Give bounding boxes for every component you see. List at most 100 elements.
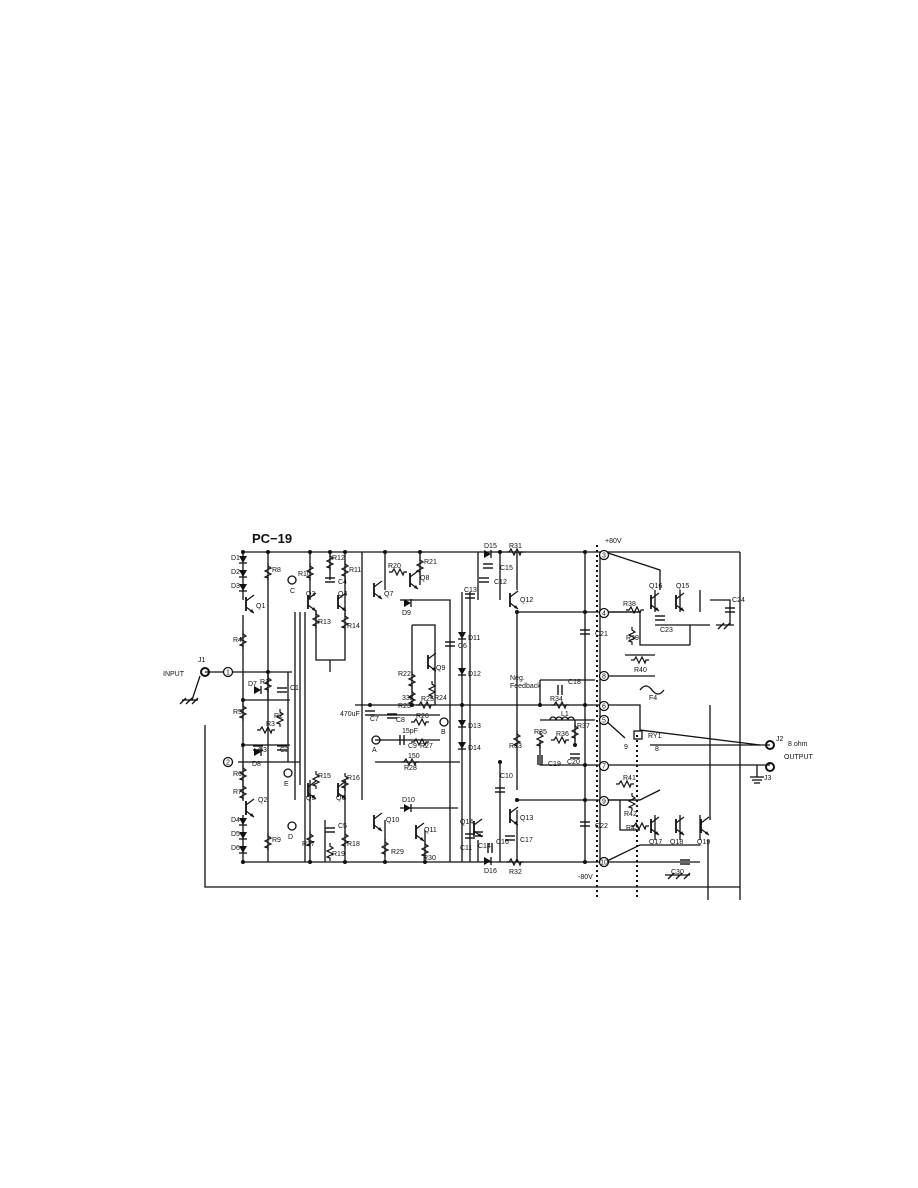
svg-text:C18: C18 [568,679,581,686]
svg-text:R14: R14 [347,623,360,630]
capacitor-c14: C14 [473,831,491,850]
resistor-r27: R27 [411,737,433,750]
resistor-r18: R18 [340,831,360,849]
svg-text:C8: C8 [396,717,405,724]
fuse-f4: F4 [639,685,665,702]
svg-text:C16: C16 [496,839,509,846]
svg-text:R17: R17 [302,841,315,848]
svg-text:L1: L1 [561,711,569,718]
resistor-r36: R36 [551,731,569,745]
output-label: OUTPUT [784,754,814,761]
supply-positive-label: +80V [605,538,622,545]
svg-text:RY1: RY1 [648,733,662,740]
capacitor-c10: C10 [495,773,513,793]
svg-text:R36: R36 [556,731,569,738]
svg-text:Q15: Q15 [676,583,689,590]
capacitor-c9: C9 [399,735,417,750]
svg-text:R13: R13 [318,619,331,626]
svg-text:D: D [288,834,293,841]
svg-text:F4: F4 [649,695,657,702]
svg-text:D3: D3 [231,583,240,590]
resistor-r13: R13 [311,611,331,629]
svg-text:Q10: Q10 [386,817,399,824]
resistor-r38: R38 [623,601,644,615]
diode-d2: D2 [231,569,247,578]
svg-text:R43: R43 [626,825,639,832]
test-point-c: C [287,575,297,595]
capacitor-c30: C30 [671,859,690,876]
svg-text:R42: R42 [624,811,637,818]
resistor-r10: R10 [298,563,315,581]
svg-text:R9: R9 [272,837,281,844]
resistor-r7: R7 [233,783,248,801]
capacitor-c3: C3 [253,745,267,754]
node-3: 3 [598,549,610,561]
transistor-q19: Q19 [697,816,710,846]
diode-d4: D4 [231,817,247,826]
capacitor-c19: C19 [537,755,561,768]
resistor-r1: R1 [260,675,273,693]
svg-text:J3: J3 [764,775,772,782]
svg-text:C10: C10 [500,773,513,780]
resistor-r33: R33 [509,731,522,750]
resistor-r20: R20 [388,563,407,577]
svg-text:R41: R41 [623,775,636,782]
resistor-r35: R35 [534,729,547,749]
svg-text:C4: C4 [338,579,347,586]
capacitor-c24: C24 [725,597,745,613]
svg-text:10: 10 [600,860,608,867]
svg-text:R26: R26 [416,713,429,720]
svg-text:R16: R16 [347,775,360,782]
diode-d1: D1 [231,555,247,564]
svg-text:C24: C24 [732,597,745,604]
svg-text:R22: R22 [398,671,411,678]
svg-text:J1: J1 [198,657,206,664]
capacitor-c6: C6 [445,641,467,650]
svg-text:D2: D2 [231,569,240,576]
diode-d10: D10 [402,797,415,812]
svg-text:Q2: Q2 [258,797,267,804]
capacitor-c21: C21 [580,629,608,638]
capacitor-c18: C18 [557,679,581,695]
svg-text:D13: D13 [468,723,481,730]
connector-j2: J2 [765,736,784,750]
svg-text:C15: C15 [500,565,513,572]
svg-text:R37: R37 [577,723,590,730]
svg-text:R19: R19 [332,851,345,858]
svg-text:C17: C17 [520,837,533,844]
svg-text:Q16: Q16 [649,583,662,590]
capacitor-c8: C8 [387,713,405,724]
svg-text:Q13: Q13 [520,815,533,822]
resistor-r17: R17 [302,831,315,849]
capacitor-c7: C7 [365,710,379,723]
svg-text:R35: R35 [534,729,547,736]
capacitor-c4: C4 [325,577,347,586]
svg-text:R5: R5 [233,709,242,716]
svg-text:R28: R28 [404,765,417,772]
resistor-r26: R26 [411,713,429,727]
svg-text:Q11: Q11 [424,827,437,834]
svg-text:5: 5 [602,718,606,725]
svg-text:R7: R7 [233,789,242,796]
node-1: 1 [222,666,234,678]
capacitor-c16: C16 [487,839,509,853]
svg-text:D8: D8 [252,761,261,768]
svg-text:Q18: Q18 [670,839,683,846]
value-150: 150 [408,753,420,760]
resistor-r40: R40 [631,655,649,674]
svg-text:J2: J2 [776,736,784,743]
svg-text:8: 8 [655,746,659,753]
svg-text:9: 9 [602,799,606,806]
svg-text:C3: C3 [258,747,267,754]
resistor-r2: R2 [274,709,285,727]
junctions [241,550,587,864]
resistor-r39: R39 [626,627,639,645]
transistor-q9: Q9 [427,652,445,672]
svg-text:D10: D10 [402,797,415,804]
resistor-r22: R22 [398,671,417,689]
resistor-r41: R41 [616,775,636,789]
svg-text:D1: D1 [231,555,240,562]
